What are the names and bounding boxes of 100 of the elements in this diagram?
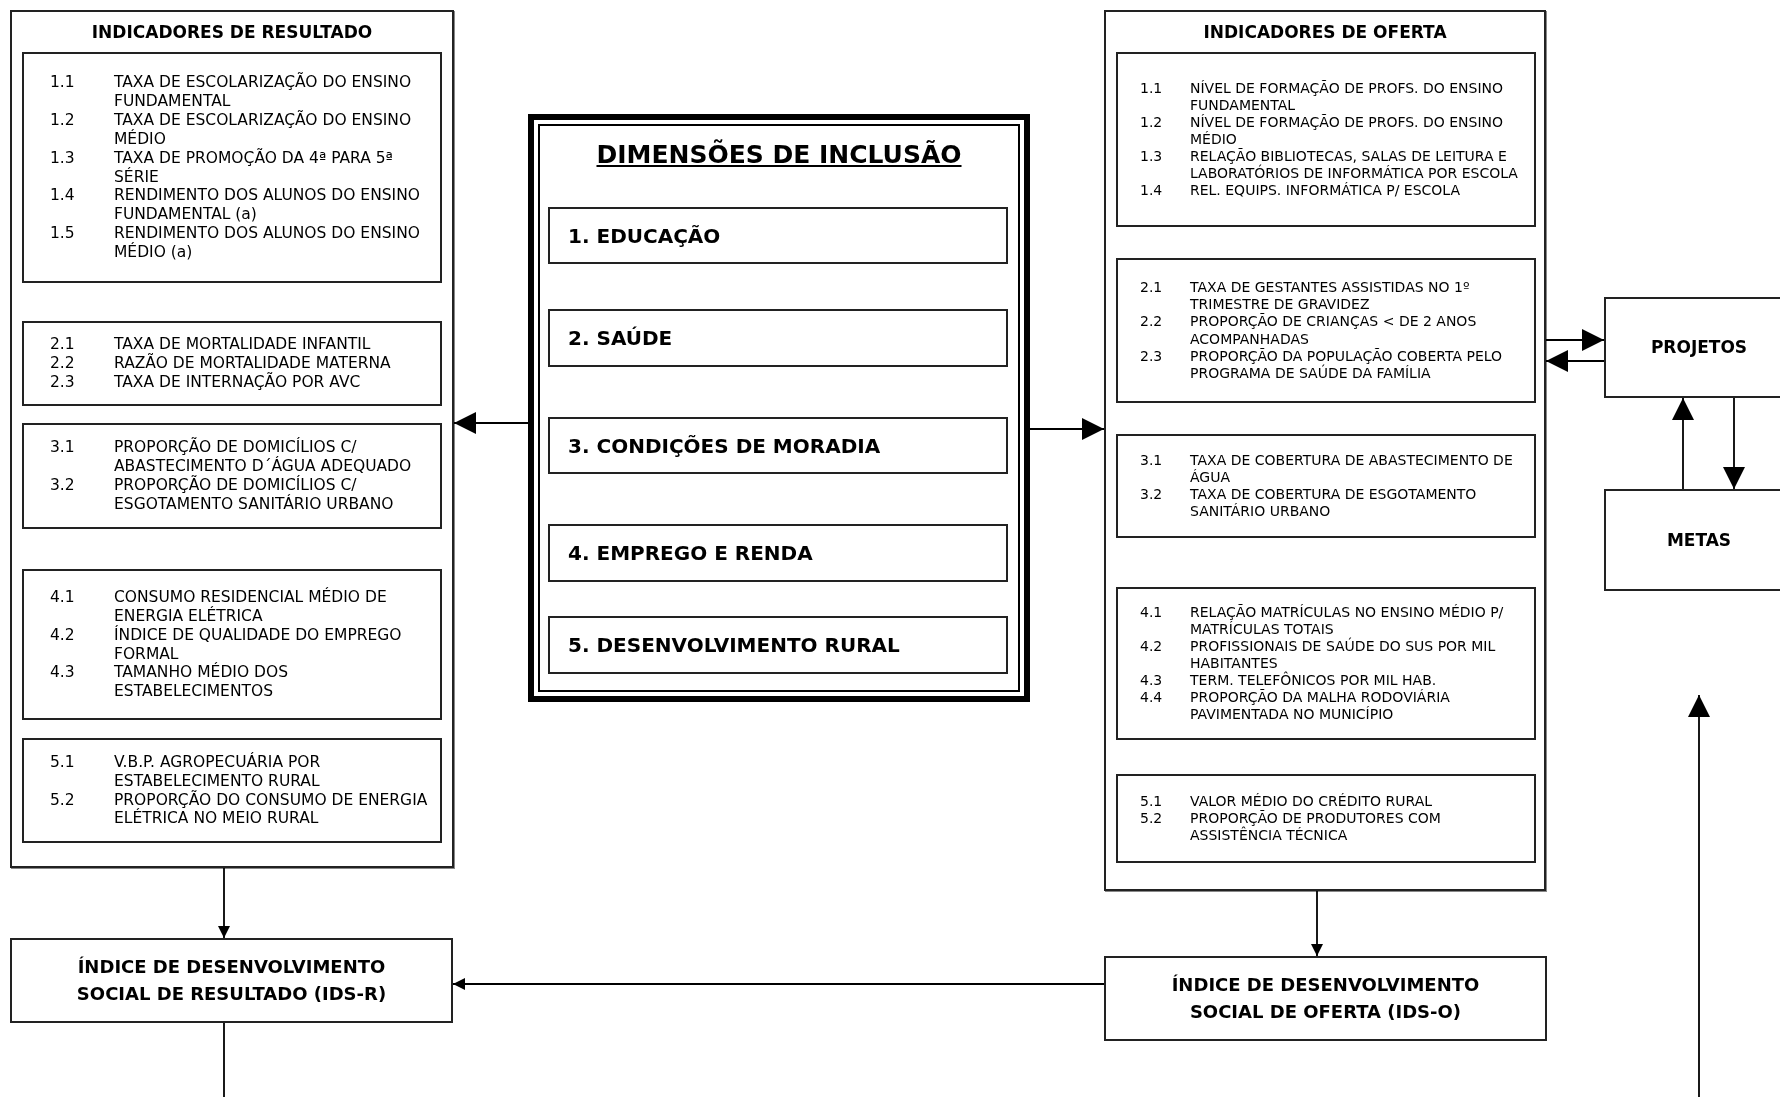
indicator-number: 4.3 (1140, 672, 1164, 690)
arrow (1672, 397, 1694, 490)
indicator-number: 4.2 (50, 625, 76, 646)
indicator-text: TAXA DE ESCOLARIZAÇÃO DO ENSINO FUNDAMENTAL (114, 72, 413, 110)
indicator-number: 3.2 (1140, 486, 1164, 504)
indicator-text: TAMANHO MÉDIO DOS ESTABELECIMENTOS (114, 663, 289, 702)
dimension-label: 4. EMPREGO E RENDA (568, 541, 813, 565)
indicator-text: TAXA DE COBERTURA DE ABASTECIMENTO DE ÁGUA (1190, 451, 1514, 486)
indicator-text: VALOR MÉDIO DO CRÉDITO RURAL (1190, 792, 1434, 810)
indicator-text: TAXA DE COBERTURA DE ESGOTAMENTO SANITÁRIO URBANO (1190, 486, 1478, 521)
indicator-text: PROPORÇÃO DE DOMICÍLIOS C/ ABASTECIMENTO D´ÁGUA ADEQUADO (114, 438, 413, 476)
indicator-list-box (1116, 587, 1536, 740)
indicator-text: PROPORÇÃO DA POPULAÇÃO COBERTA PELO PROGRAMA DE SAÚDE DA FAMÍLIA (1190, 347, 1504, 382)
indicator-text: ÍNDICE DE QUALIDADE DO EMPREGO FORMAL (114, 625, 403, 663)
indicator-text: PROFISSIONAIS DE SAÚDE DO SUS POR MIL HABITANTES (1190, 637, 1497, 671)
box-label: ÍNDICE DE DESENVOLVIMENTO SOCIAL DE RESULTADO (IDS-R) (75, 955, 388, 1006)
indicator-number: 1.1 (50, 72, 76, 93)
indicator-text: TAXA DE MORTALIDADE INFANTIL (114, 335, 372, 354)
arrow (1311, 890, 1323, 957)
indicator-text: RELAÇÃO MATRÍCULAS NO ENSINO MÉDIO P/ MATRÍCULAS TOTAIS (1190, 603, 1505, 637)
dimension-box (548, 309, 1008, 367)
indicator-number: 4.3 (50, 663, 76, 684)
indicator-number: 5.2 (1140, 809, 1164, 828)
indicator-text: PROPORÇÃO DA MALHA RODOVIÁRIA PAVIMENTADA NO MUNICÍPIO (1190, 689, 1451, 724)
indicator-list-box (1116, 774, 1536, 863)
dimension-label: 2. SAÚDE (568, 326, 673, 350)
indicator-number: 2.3 (50, 372, 76, 392)
indicator-number: 5.1 (1140, 792, 1164, 810)
panel-heading: INDICADORES DE OFERTA (1202, 22, 1448, 42)
indicator-number: 2.2 (50, 354, 76, 373)
indicator-list-box (22, 423, 442, 529)
indicator-number: 1.3 (1140, 148, 1164, 167)
dimensions-frame (528, 114, 1030, 702)
dimension-label: 5. DESENVOLVIMENTO RURAL (568, 633, 900, 657)
indicator-number: 4.4 (1140, 689, 1164, 708)
dimension-box (548, 524, 1008, 582)
indicator-text: V.B.P. AGROPECUÁRIA POR ESTABELECIMENTO RURAL (114, 752, 322, 790)
indicator-number: 2.1 (50, 335, 76, 355)
arrow (1545, 350, 1605, 372)
indicator-panel (10, 10, 454, 868)
indicator-number: 1.4 (50, 186, 76, 207)
dimension-label: 1. EDUCAÇÃO (568, 223, 721, 248)
process-box (1604, 489, 1780, 591)
dimension-label: 3. CONDIÇÕES DE MORADIA (568, 433, 881, 458)
indicator-text: NÍVEL DE FORMAÇÃO DE PROFS. DO ENSINO FUNDAMENTAL (1190, 79, 1505, 114)
indicator-number: 3.2 (50, 476, 76, 496)
indicator-list-box (22, 321, 442, 406)
indicator-text: RELAÇÃO BIBLIOTECAS, SALAS DE LEITURA E LABORATÓRIOS DE INFORMÁTICA POR ESCOLA (1190, 148, 1519, 182)
arrow (218, 867, 230, 939)
indicator-text: PROPORÇÃO DE CRIANÇAS < DE 2 ANOS ACOMPANHADAS (1190, 313, 1478, 348)
box-label: ÍNDICE DE DESENVOLVIMENTO SOCIAL DE OFERTA (IDS-O) (1170, 973, 1481, 1024)
indicator-number: 5.1 (50, 752, 76, 773)
indicator-list-box (1116, 52, 1536, 227)
indicator-text: TAXA DE PROMOÇÃO DA 4ª PARA 5ª SÉRIE (114, 148, 394, 187)
indicator-number: 2.1 (1140, 279, 1164, 298)
indicator-number: 2.3 (1140, 347, 1164, 366)
connector-line (223, 1022, 225, 1097)
arrow (1723, 397, 1745, 490)
dimension-box (548, 616, 1008, 674)
indicator-text: RENDIMENTO DOS ALUNOS DO ENSINO MÉDIO (a) (114, 224, 421, 263)
dimension-box (548, 207, 1008, 264)
indicator-number: 1.3 (50, 148, 76, 169)
dimension-box (548, 417, 1008, 474)
index-box (10, 938, 453, 1023)
panel-heading: DIMENSÕES DE INCLUSÃO (595, 140, 963, 169)
indicator-text: TAXA DE ESCOLARIZAÇÃO DO ENSINO MÉDIO (114, 110, 413, 148)
box-label: PROJETOS (1650, 336, 1748, 360)
indicator-number: 1.5 (50, 224, 76, 245)
indicator-text: TERM. TELEFÔNICOS POR MIL HAB. (1190, 672, 1438, 689)
indicator-number: 4.2 (1140, 637, 1164, 656)
indicator-number: 1.4 (1140, 182, 1164, 200)
box-label: METAS (1666, 528, 1732, 552)
process-box (1604, 297, 1780, 398)
indicator-list-box (22, 738, 442, 843)
indicator-text: PROPORÇÃO DE DOMICÍLIOS C/ ESGOTAMENTO SANITÁRIO URBANO (114, 476, 395, 514)
indicator-number: 3.1 (1140, 451, 1164, 470)
panel-heading: INDICADORES DE RESULTADO (90, 22, 374, 42)
indicator-text: PROPORÇÃO DE PRODUTORES COM ASSISTÊNCIA TÉCNICA (1190, 809, 1442, 845)
indicator-text: TAXA DE INTERNAÇÃO POR AVC (114, 372, 362, 392)
arrow (1545, 329, 1605, 351)
indicator-number: 1.2 (50, 110, 76, 131)
indicator-panel (1104, 10, 1546, 891)
indicator-list-box (1116, 258, 1536, 403)
indicator-number: 2.2 (1140, 313, 1164, 332)
indicator-number: 1.2 (1140, 113, 1164, 132)
indicator-number: 1.1 (1140, 79, 1164, 98)
indicator-number: 4.1 (1140, 603, 1164, 622)
indicator-list-box (1116, 434, 1536, 538)
indicator-text: NÍVEL DE FORMAÇÃO DE PROFS. DO ENSINO MÉDIO (1190, 113, 1505, 148)
arrow (453, 412, 529, 434)
indicator-text: PROPORÇÃO DO CONSUMO DE ENERGIA ELÉTRICA NO MEIO RURAL (114, 790, 429, 829)
indicator-text: RAZÃO DE MORTALIDADE MATERNA (114, 354, 392, 373)
arrow (452, 978, 1105, 990)
indicator-list-box (22, 52, 442, 283)
indicator-text: RENDIMENTO DOS ALUNOS DO ENSINO FUNDAMENTAL (a) (114, 186, 421, 225)
indicator-number: 5.2 (50, 790, 76, 811)
indicator-text: REL. EQUIPS. INFORMÁTICA P/ ESCOLA (1190, 182, 1462, 200)
index-box (1104, 956, 1547, 1041)
indicator-number: 4.1 (50, 587, 76, 608)
indicator-text: TAXA DE GESTANTES ASSISTIDAS NO 1º TRIMESTRE DE GRAVIDEZ (1190, 279, 1471, 313)
